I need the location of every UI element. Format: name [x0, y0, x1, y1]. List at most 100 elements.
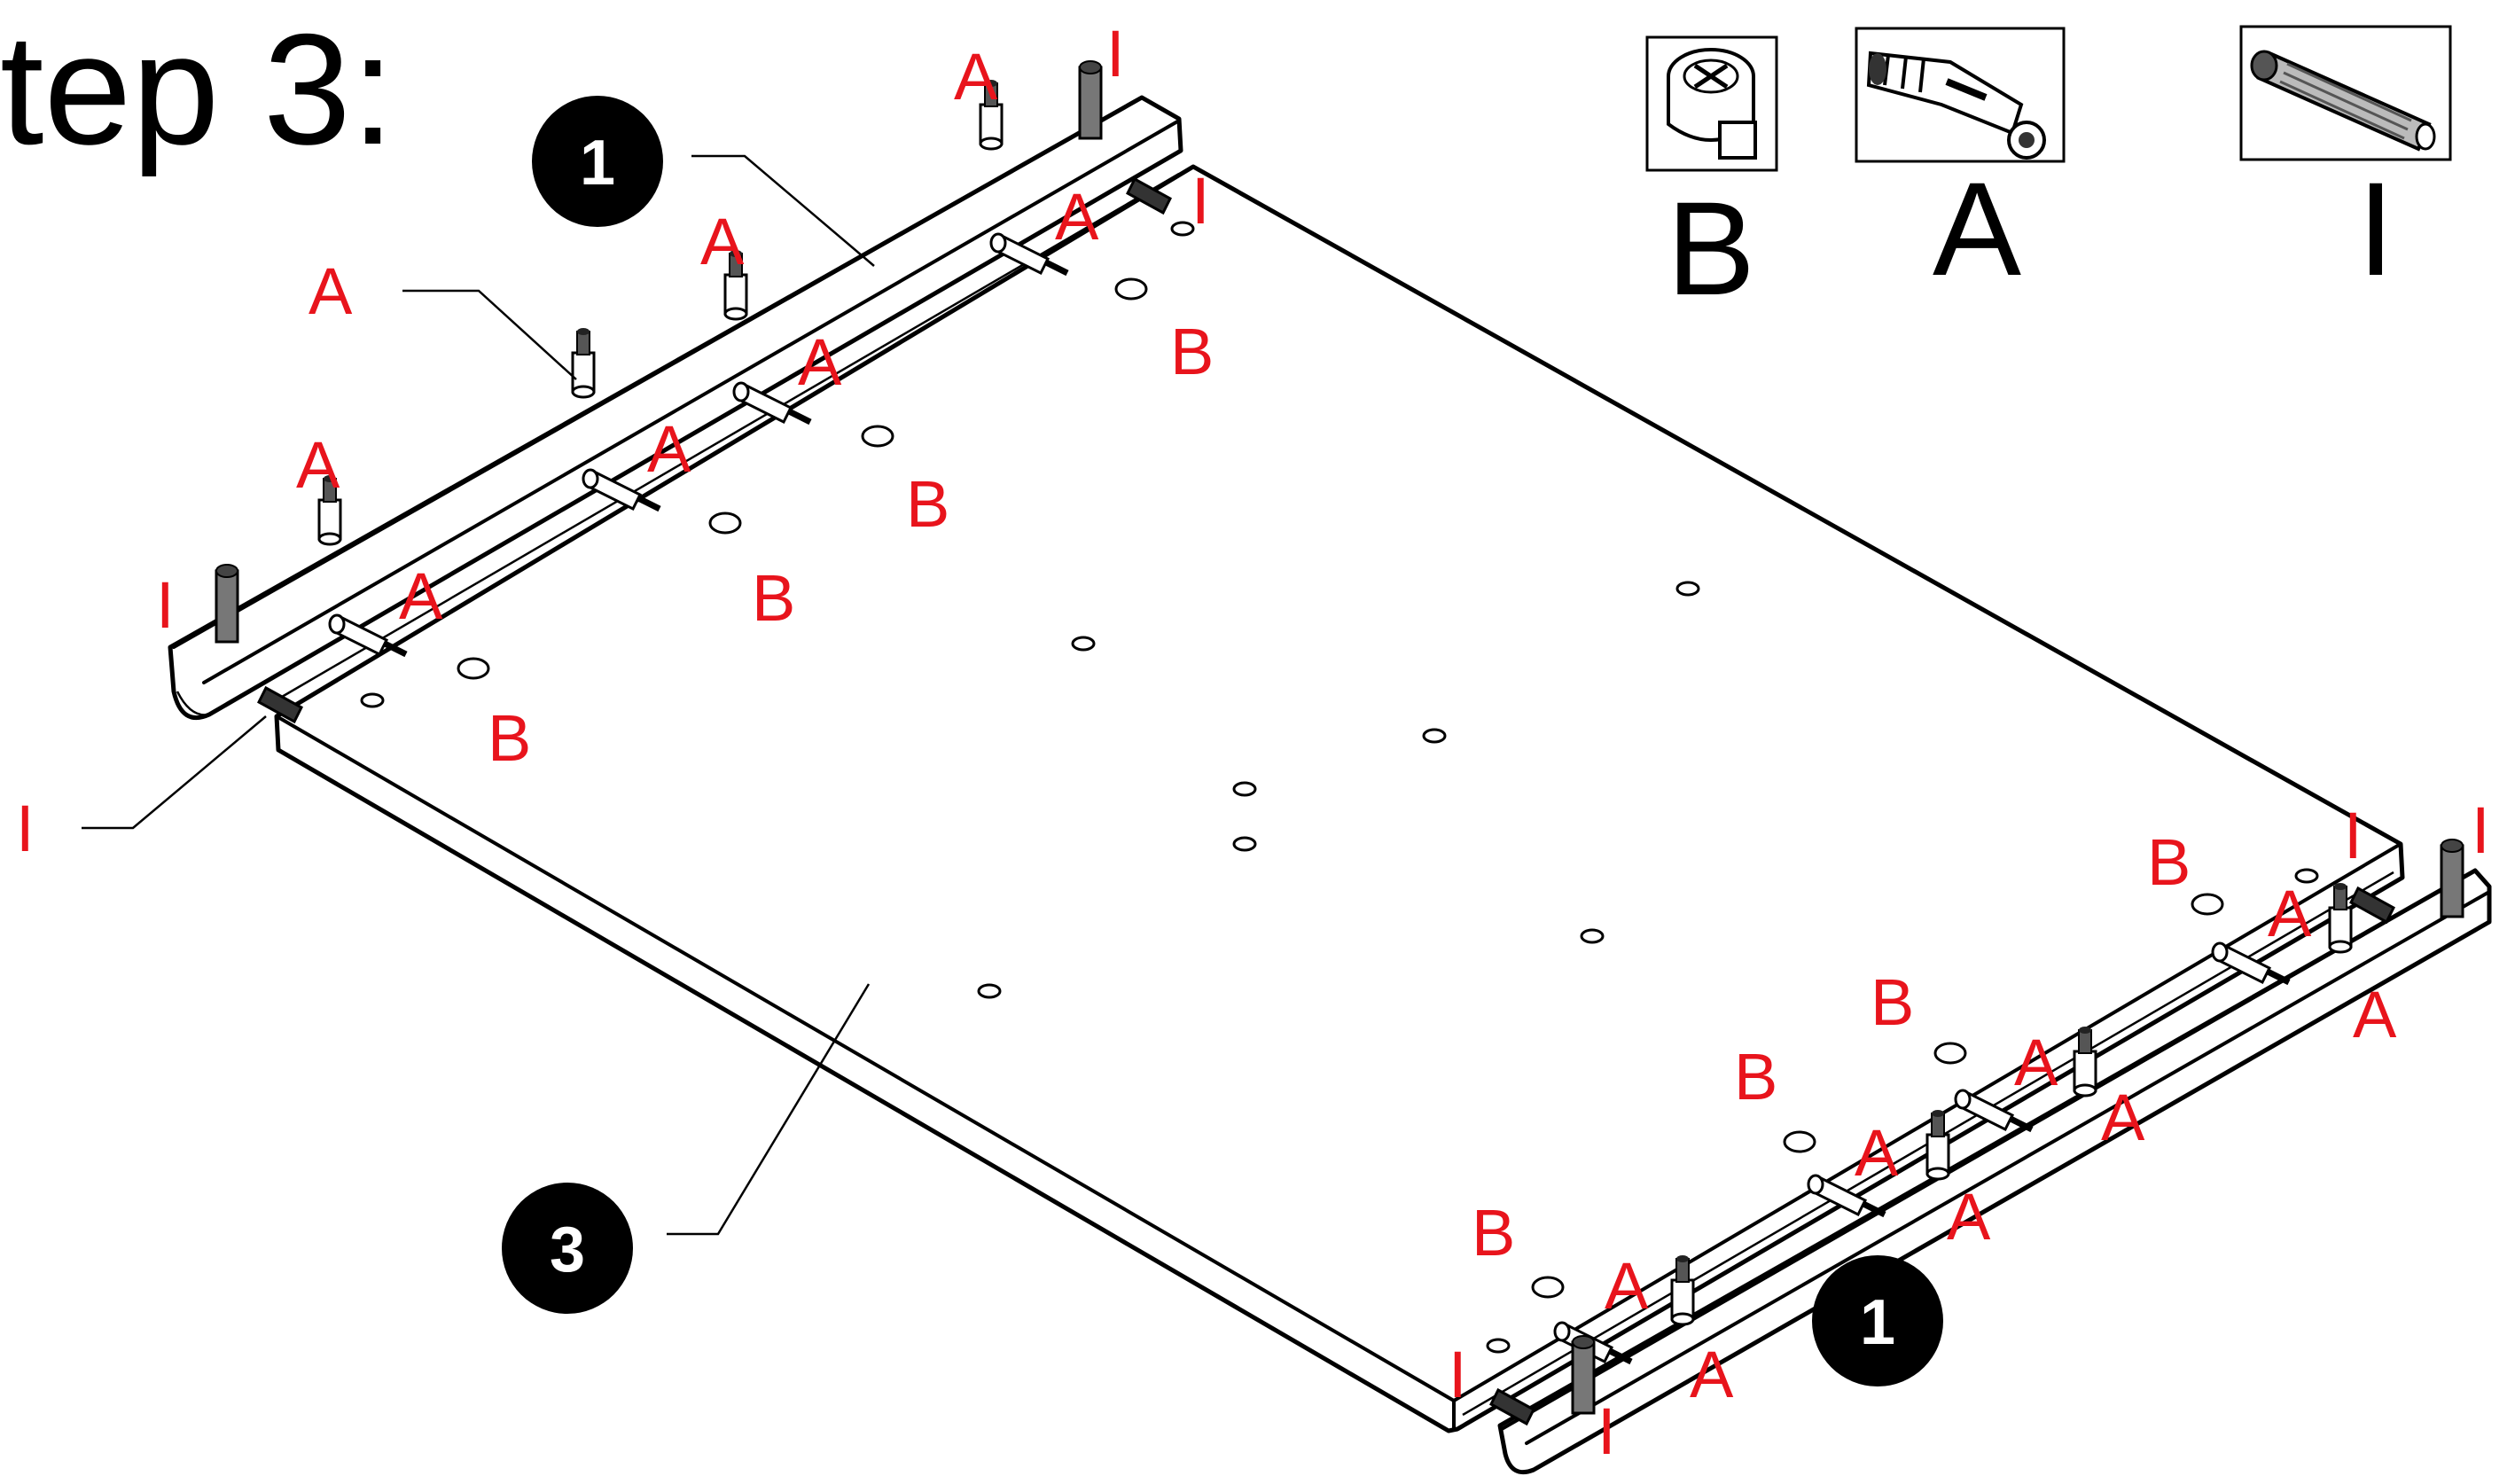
cam-bolt-upright [1670, 1255, 1695, 1326]
callout-number: 1 [1860, 1287, 1895, 1358]
cam-bolt-horizontal [989, 232, 1069, 277]
legend-dowel: I [2239, 25, 2452, 303]
label-cam-lock: B [1734, 1040, 1777, 1113]
cam-bolt-horizontal [2211, 941, 2291, 986]
pin-hole [2294, 868, 2319, 884]
label-cam-bolt: A [1055, 180, 1099, 254]
cam-lock-icon [1667, 48, 1757, 160]
label-cam-bolt: A [954, 40, 998, 113]
wooden-dowel-icon [2250, 50, 2436, 152]
label-cam-bolt: A [1947, 1180, 1991, 1254]
cam-bolt-upright [979, 80, 1004, 151]
cam-hole [1531, 1276, 1565, 1299]
label-cam-bolt: A [1855, 1116, 1899, 1190]
cam-hole [1783, 1130, 1816, 1153]
dowel-upright [215, 564, 239, 644]
cam-bolt-horizontal [732, 381, 812, 426]
pin-hole [1580, 928, 1605, 944]
label-cam-lock: B [488, 701, 531, 775]
label-cam-bolt: A [647, 412, 691, 486]
label-cam-lock: B [1170, 315, 1214, 388]
label-cam-bolt: A [2268, 877, 2312, 950]
cam-hole [2191, 893, 2224, 916]
label-dowel: I [1597, 1394, 1616, 1468]
dowel-upright [2440, 839, 2464, 918]
hardware-labels: A A A A A A A A A A A A A A A A B B B B … [16, 17, 2490, 1468]
cam-bolt-upright [723, 250, 748, 321]
cam-hole [708, 512, 742, 535]
leader-lines [82, 154, 875, 1236]
label-cam-lock: B [906, 467, 949, 541]
pin-hole [1675, 581, 1700, 597]
pin-hole [1170, 221, 1195, 237]
legend-letter-b: B [1667, 174, 1755, 323]
dowel-horizontal [257, 685, 303, 724]
cam-bolt-upright [571, 328, 596, 399]
cam-bolt-horizontal [328, 613, 408, 658]
label-cam-bolt: A [798, 325, 842, 399]
label-cam-lock: B [2147, 825, 2191, 899]
leader-rail-back [691, 154, 875, 267]
callout-panel: 3 [502, 1183, 633, 1314]
label-cam-bolt: A [399, 559, 443, 633]
cam-bolt-icon [1866, 51, 2046, 160]
label-dowel: I [156, 568, 175, 642]
label-cam-bolt: A [309, 254, 353, 328]
label-dowel: I [2472, 793, 2490, 867]
callout-rail-front: 1 [1812, 1255, 1943, 1386]
cam-bolt-upright [317, 475, 342, 546]
label-cam-bolt: A [1605, 1249, 1649, 1323]
callout-number: 1 [580, 128, 615, 199]
pin-hole [360, 692, 385, 708]
side-rail-front [1497, 868, 2492, 1475]
callout-number: 3 [550, 1215, 585, 1285]
dowel-horizontal [1126, 176, 1172, 215]
label-cam-bolt: A [1690, 1338, 1734, 1411]
label-cam-lock: B [1871, 965, 1914, 1039]
step-title: tep 3: [0, 1, 395, 177]
label-dowel: I [1449, 1338, 1467, 1411]
hardware [215, 60, 2464, 1426]
side-rail-back [168, 95, 1183, 721]
pin-hole [1232, 781, 1257, 797]
dowel-upright [1571, 1335, 1596, 1415]
label-dowel: I [16, 792, 35, 865]
cam-bolt-horizontal [582, 468, 661, 512]
cam-hole [457, 657, 490, 680]
cam-hole [861, 425, 894, 448]
label-dowel: I [1106, 17, 1125, 90]
dowel-horizontal [2349, 886, 2395, 925]
panel-holes [360, 221, 2319, 1354]
dowel-horizontal [1489, 1387, 1535, 1426]
legend: B A [1645, 25, 2452, 323]
label-dowel: I [2344, 799, 2363, 872]
pin-hole [977, 983, 1002, 999]
label-dowel: I [1191, 164, 1210, 238]
pin-hole [1486, 1338, 1511, 1354]
cam-bolt-horizontal [1954, 1089, 2034, 1133]
leader-bolt-a [402, 289, 577, 380]
label-cam-bolt: A [2101, 1081, 2145, 1154]
callout-rail-back: 1 [532, 96, 663, 227]
leader-panel [667, 983, 871, 1236]
legend-cam-bolt: A [1855, 27, 2066, 303]
pin-hole [1232, 836, 1257, 852]
cam-hole [1114, 277, 1148, 301]
leader-dowel-i [82, 715, 267, 830]
legend-letter-i: I [2357, 154, 2394, 303]
label-cam-bolt: A [2353, 978, 2397, 1051]
cam-bolt-upright [2328, 883, 2353, 954]
label-cam-lock: B [1472, 1196, 1515, 1269]
pin-hole [1071, 636, 1096, 652]
pin-hole [1422, 728, 1447, 744]
cam-bolt-upright [2073, 1027, 2097, 1097]
legend-letter-a: A [1933, 154, 2021, 303]
cam-hole [1933, 1042, 1967, 1065]
label-cam-bolt: A [700, 205, 745, 278]
label-cam-lock: B [752, 561, 795, 635]
legend-cam-lock: B [1645, 35, 1778, 323]
label-cam-bolt: A [296, 428, 340, 502]
cam-bolt-horizontal [1807, 1174, 1886, 1218]
